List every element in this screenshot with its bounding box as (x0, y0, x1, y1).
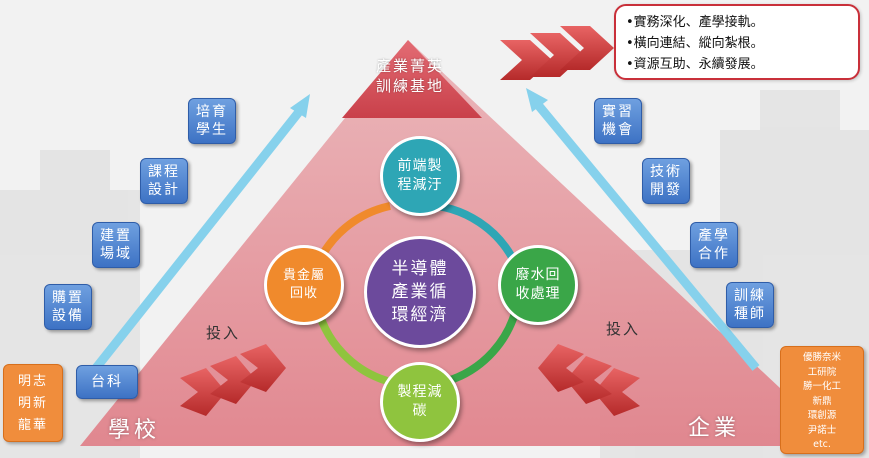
cycle-center: 半導體 產業循 環經濟 (364, 236, 476, 348)
apex-triangle (342, 40, 482, 118)
school-partners: 明志 明新 龍華 (3, 364, 63, 442)
main-triangle (80, 40, 842, 446)
right-rising-arrow (526, 88, 760, 371)
step-internship: 實習 機會 (594, 98, 642, 144)
cycle-node-metal: 貴金屬 回收 (264, 245, 344, 325)
goals-callout: •實務深化、產學接軌。 •橫向連結、縱向紮根。 •資源互助、永續發展。 (614, 4, 860, 80)
step-buy-equipment: 購置 設備 (44, 284, 92, 330)
step-train-students: 培育 學生 (188, 98, 236, 144)
school-label: 學校 (108, 418, 161, 443)
enterprise-input-label: 投入 (606, 320, 641, 338)
step-build-site: 建置 場域 (92, 222, 140, 268)
left-chevrons (180, 344, 286, 416)
step-tech-dev: 技術 開發 (642, 158, 690, 204)
step-train-teachers: 訓練 種師 (726, 282, 774, 328)
goal-line: •實務深化、產學接軌。 (626, 15, 764, 30)
step-industry-cooperation: 產學 合作 (690, 222, 738, 268)
step-taiwan-tech: 台科 (76, 365, 138, 399)
cycle-node-wastewater: 廢水回 收處理 (498, 245, 578, 325)
enterprise-partners: 優勝奈米 工研院 勝一化工 新鼎 環創源 尹諾士 etc. (780, 346, 864, 454)
cycle-node-front-end: 前端製 程減汙 (380, 136, 460, 216)
top-chevrons (500, 26, 614, 80)
right-chevrons (538, 344, 640, 416)
apex-title: 產業菁英 訓練基地 (375, 57, 444, 95)
cycle-node-carbon: 製程減 碳 (380, 362, 460, 442)
left-rising-arrow (92, 94, 310, 371)
step-course-design: 課程 設計 (140, 158, 188, 204)
enterprise-label: 企業 (688, 416, 741, 441)
goal-line: •橫向連結、縱向紮根。 (626, 36, 764, 51)
school-input-label: 投入 (206, 324, 241, 342)
goal-line: •資源互助、永續發展。 (626, 57, 764, 72)
